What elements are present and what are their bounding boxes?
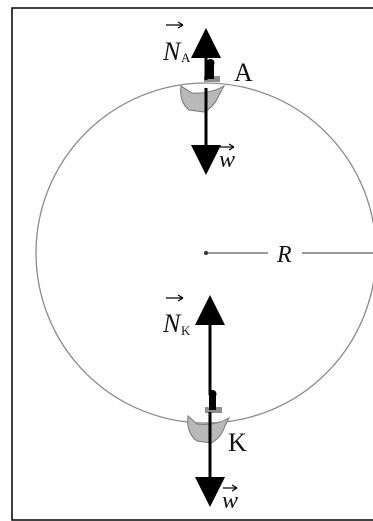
point-k-label: K [228, 428, 247, 457]
weight-a-label: w [219, 143, 235, 173]
svg-text:w: w [219, 147, 235, 173]
figure-frame [11, 7, 373, 521]
svg-text:w: w [222, 488, 238, 514]
normal-force-k-label: N K [162, 294, 191, 338]
svg-text:K: K [181, 323, 191, 338]
point-a-label: A [234, 58, 253, 87]
svg-text:A: A [181, 50, 191, 65]
radius-label: R [276, 242, 292, 268]
svg-text:N: N [162, 37, 182, 66]
seated-person-icon [187, 390, 231, 444]
normal-force-a-label: N A [162, 21, 191, 66]
center-point [204, 251, 208, 255]
seated-person-icon [180, 59, 226, 113]
weight-k-label: w [222, 484, 238, 514]
svg-text:N: N [162, 309, 182, 338]
wheel-circle [35, 82, 373, 424]
